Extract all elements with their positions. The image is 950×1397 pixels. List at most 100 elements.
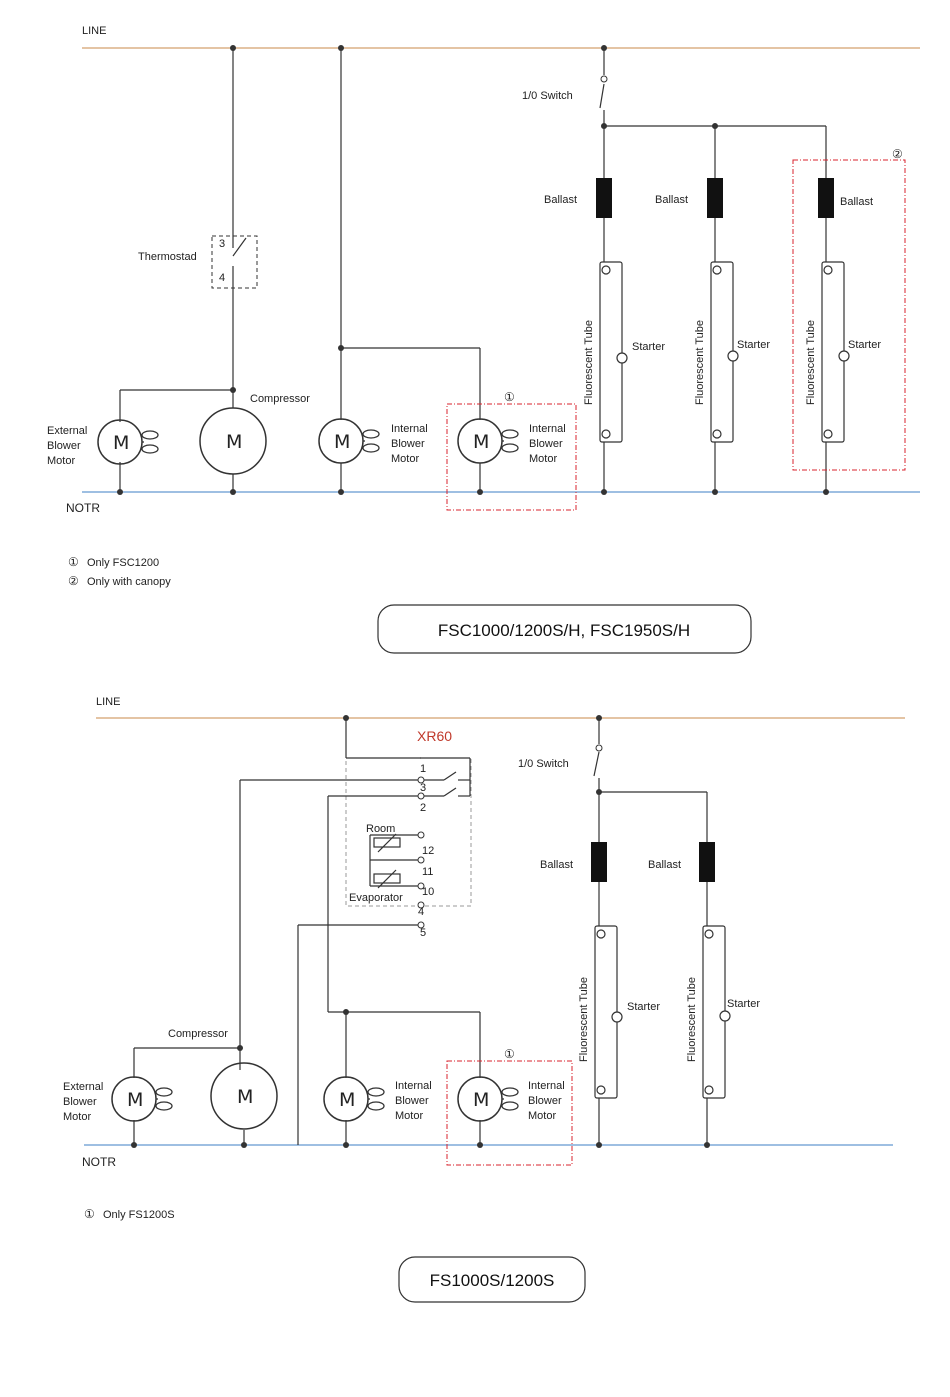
switch-label: 1/0 Switch — [522, 90, 573, 102]
neutral-label: NOTR — [66, 501, 100, 515]
ballast-2-2 — [699, 842, 715, 882]
tube-label-2-2: Fluorescent Tube — [686, 977, 698, 1062]
tube-2 — [710, 261, 739, 443]
xr60-terminals — [417, 776, 425, 929]
internal-blower-motor-optional: M — [457, 418, 519, 464]
option1-marker: ① — [504, 390, 515, 404]
option2-box — [792, 159, 906, 471]
external-motor-label-2-2: Blower — [63, 1096, 97, 1108]
option2-marker: ② — [892, 147, 903, 161]
external-motor-label-2-1: External — [63, 1081, 103, 1093]
evaporator-label: Evaporator — [349, 892, 403, 904]
svg-text:M: M — [113, 432, 129, 454]
internal-motor-opt-label-3: Motor — [529, 453, 557, 465]
note-marker-2-1: ① — [84, 1207, 95, 1221]
svg-text:M: M — [473, 431, 489, 453]
internal-motor-opt-label-2-1: Internal — [528, 1080, 565, 1092]
switch-contact — [600, 75, 608, 83]
note-2: Only with canopy — [87, 576, 171, 588]
room-label: Room — [366, 823, 395, 835]
compressor-motor: M — [199, 407, 267, 475]
diagram-title-2: FS1000S/1200S — [430, 1271, 555, 1290]
tube-2-1 — [594, 925, 623, 1099]
option1-box — [446, 403, 577, 511]
note-marker-1: ① — [68, 555, 79, 569]
thermostat-box — [211, 235, 258, 289]
starter-label-3: Starter — [848, 339, 881, 351]
ballast-2-1 — [591, 842, 607, 882]
xr60-wiring — [239, 718, 481, 1145]
tube-1 — [599, 261, 628, 443]
note-2-1: Only FS1200S — [103, 1209, 175, 1221]
internal-motor-label-2-2: Blower — [395, 1095, 429, 1107]
compressor-branch — [119, 48, 247, 492]
tube-label-1: Fluorescent Tube — [583, 320, 595, 405]
neutral-label-2: NOTR — [82, 1155, 116, 1169]
xr60-box — [345, 757, 472, 907]
svg-text:M: M — [473, 1089, 489, 1111]
note-1: Only FSC1200 — [87, 557, 159, 569]
internal-blower-motor-optional-2: M — [457, 1076, 519, 1122]
terminal-10: 10 — [422, 886, 434, 898]
internal-motor-opt-label-2: Blower — [529, 438, 563, 450]
note-marker-2: ② — [68, 574, 79, 588]
tube-label-2-1: Fluorescent Tube — [578, 977, 590, 1062]
switch-contact-2 — [595, 744, 603, 752]
terminal-2: 2 — [420, 802, 426, 814]
internal-blower-motor: M — [318, 418, 380, 464]
svg-text:M: M — [237, 1086, 253, 1108]
lighting-wiring-2 — [593, 718, 708, 1145]
tube-2-2 — [702, 925, 731, 1099]
terminal-3: 3 — [420, 782, 426, 794]
terminal-4: 4 — [418, 906, 424, 918]
ballast-1 — [596, 178, 612, 218]
svg-text:M: M — [339, 1089, 355, 1111]
terminal-11: 11 — [422, 866, 433, 878]
terminal-12: 12 — [422, 845, 434, 857]
ballast-3 — [818, 178, 834, 218]
svg-text:M: M — [226, 431, 242, 453]
junctions-2 — [131, 715, 710, 1148]
diagram-title-1: FSC1000/1200S/H, FSC1950S/H — [438, 621, 690, 640]
tube-label-2: Fluorescent Tube — [694, 320, 706, 405]
external-blower-motor: M — [97, 419, 159, 465]
ballast-label-2-1: Ballast — [540, 859, 573, 871]
diagram-2: LINE NOTR XR60 — [63, 696, 905, 1303]
title-box-2 — [398, 1256, 586, 1303]
external-motor-label-1: External — [47, 425, 87, 437]
junctions-1 — [117, 45, 829, 495]
ballast-2 — [707, 178, 723, 218]
ballast-label-3: Ballast — [840, 196, 873, 208]
starter-label-2-1: Starter — [627, 1001, 660, 1013]
title-box-1 — [377, 604, 752, 654]
internal-motor-label-2-1: Internal — [395, 1080, 432, 1092]
ballast-label-1: Ballast — [544, 194, 577, 206]
external-motor-label-3: Motor — [47, 455, 75, 467]
svg-text:M: M — [334, 431, 350, 453]
internal-motor-label-2: Blower — [391, 438, 425, 450]
starter-label-1: Starter — [632, 341, 665, 353]
compressor-label: Compressor — [250, 393, 310, 405]
internal-motor-opt-label-2-3: Motor — [528, 1110, 556, 1122]
xr60-label: XR60 — [417, 728, 452, 744]
compressor-motor-2: M — [210, 1062, 278, 1130]
internal-motor-opt-label-2-2: Blower — [528, 1095, 562, 1107]
ballast-label-2: Ballast — [655, 194, 688, 206]
terminal-1: 1 — [420, 763, 426, 775]
internal-motor-label-1: Internal — [391, 423, 428, 435]
ballast-label-2-2: Ballast — [648, 859, 681, 871]
tube-3 — [821, 261, 850, 443]
switch-label-2: 1/0 Switch — [518, 758, 569, 770]
compressor-label-2: Compressor — [168, 1028, 228, 1040]
thermostat-label: Thermostad — [138, 251, 197, 263]
internal-motor-branch — [340, 48, 481, 492]
starter-label-2: Starter — [737, 339, 770, 351]
diagram-1: LINE NOTR 3 4 Thermostad Compressor M Ex… — [47, 25, 920, 654]
external-motor-label-2-3: Motor — [63, 1111, 91, 1123]
starter-label-2-2: Starter — [727, 998, 760, 1010]
external-blower-motor-2: M — [111, 1076, 173, 1122]
internal-motor-label-3: Motor — [391, 453, 419, 465]
line-label-2: LINE — [96, 696, 120, 708]
external-motor-label-2: Blower — [47, 440, 81, 452]
